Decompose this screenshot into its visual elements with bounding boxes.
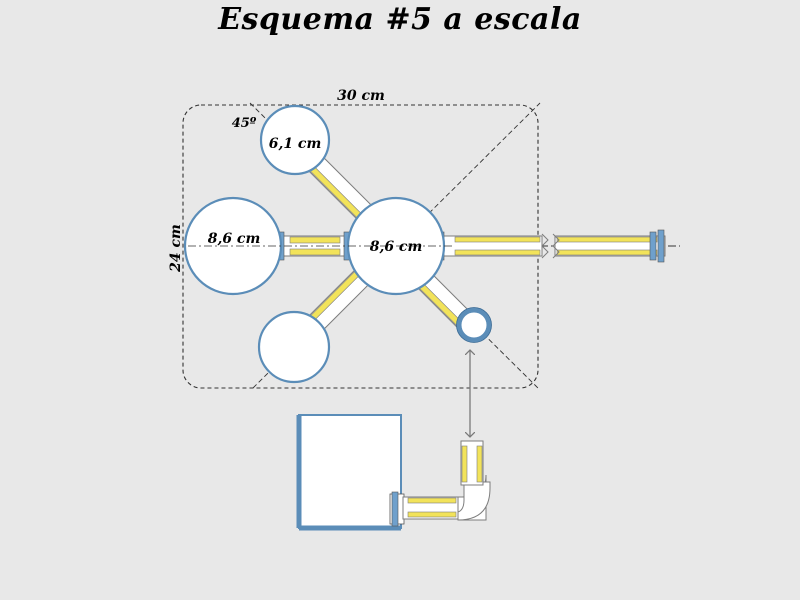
diagram-title: Esquema #5 a escala <box>218 2 582 37</box>
small-chamber-diameter-label: 6,1 cm <box>269 136 322 152</box>
side-view-elbow-pipe <box>389 440 491 527</box>
large-chamber-diameter-label: 8,6 cm <box>208 231 261 247</box>
center-chamber-diameter-label: 8,6 cm <box>370 239 423 255</box>
side-view-tank <box>296 414 402 531</box>
chamber-small-bottom <box>257 310 331 384</box>
width-label: 30 cm <box>337 88 385 104</box>
angle-label: 45º <box>232 116 257 131</box>
chamber-small-top <box>259 104 331 176</box>
connector-ring <box>456 307 492 343</box>
height-label: 24 cm <box>168 224 184 273</box>
tube-right-long <box>429 229 666 263</box>
